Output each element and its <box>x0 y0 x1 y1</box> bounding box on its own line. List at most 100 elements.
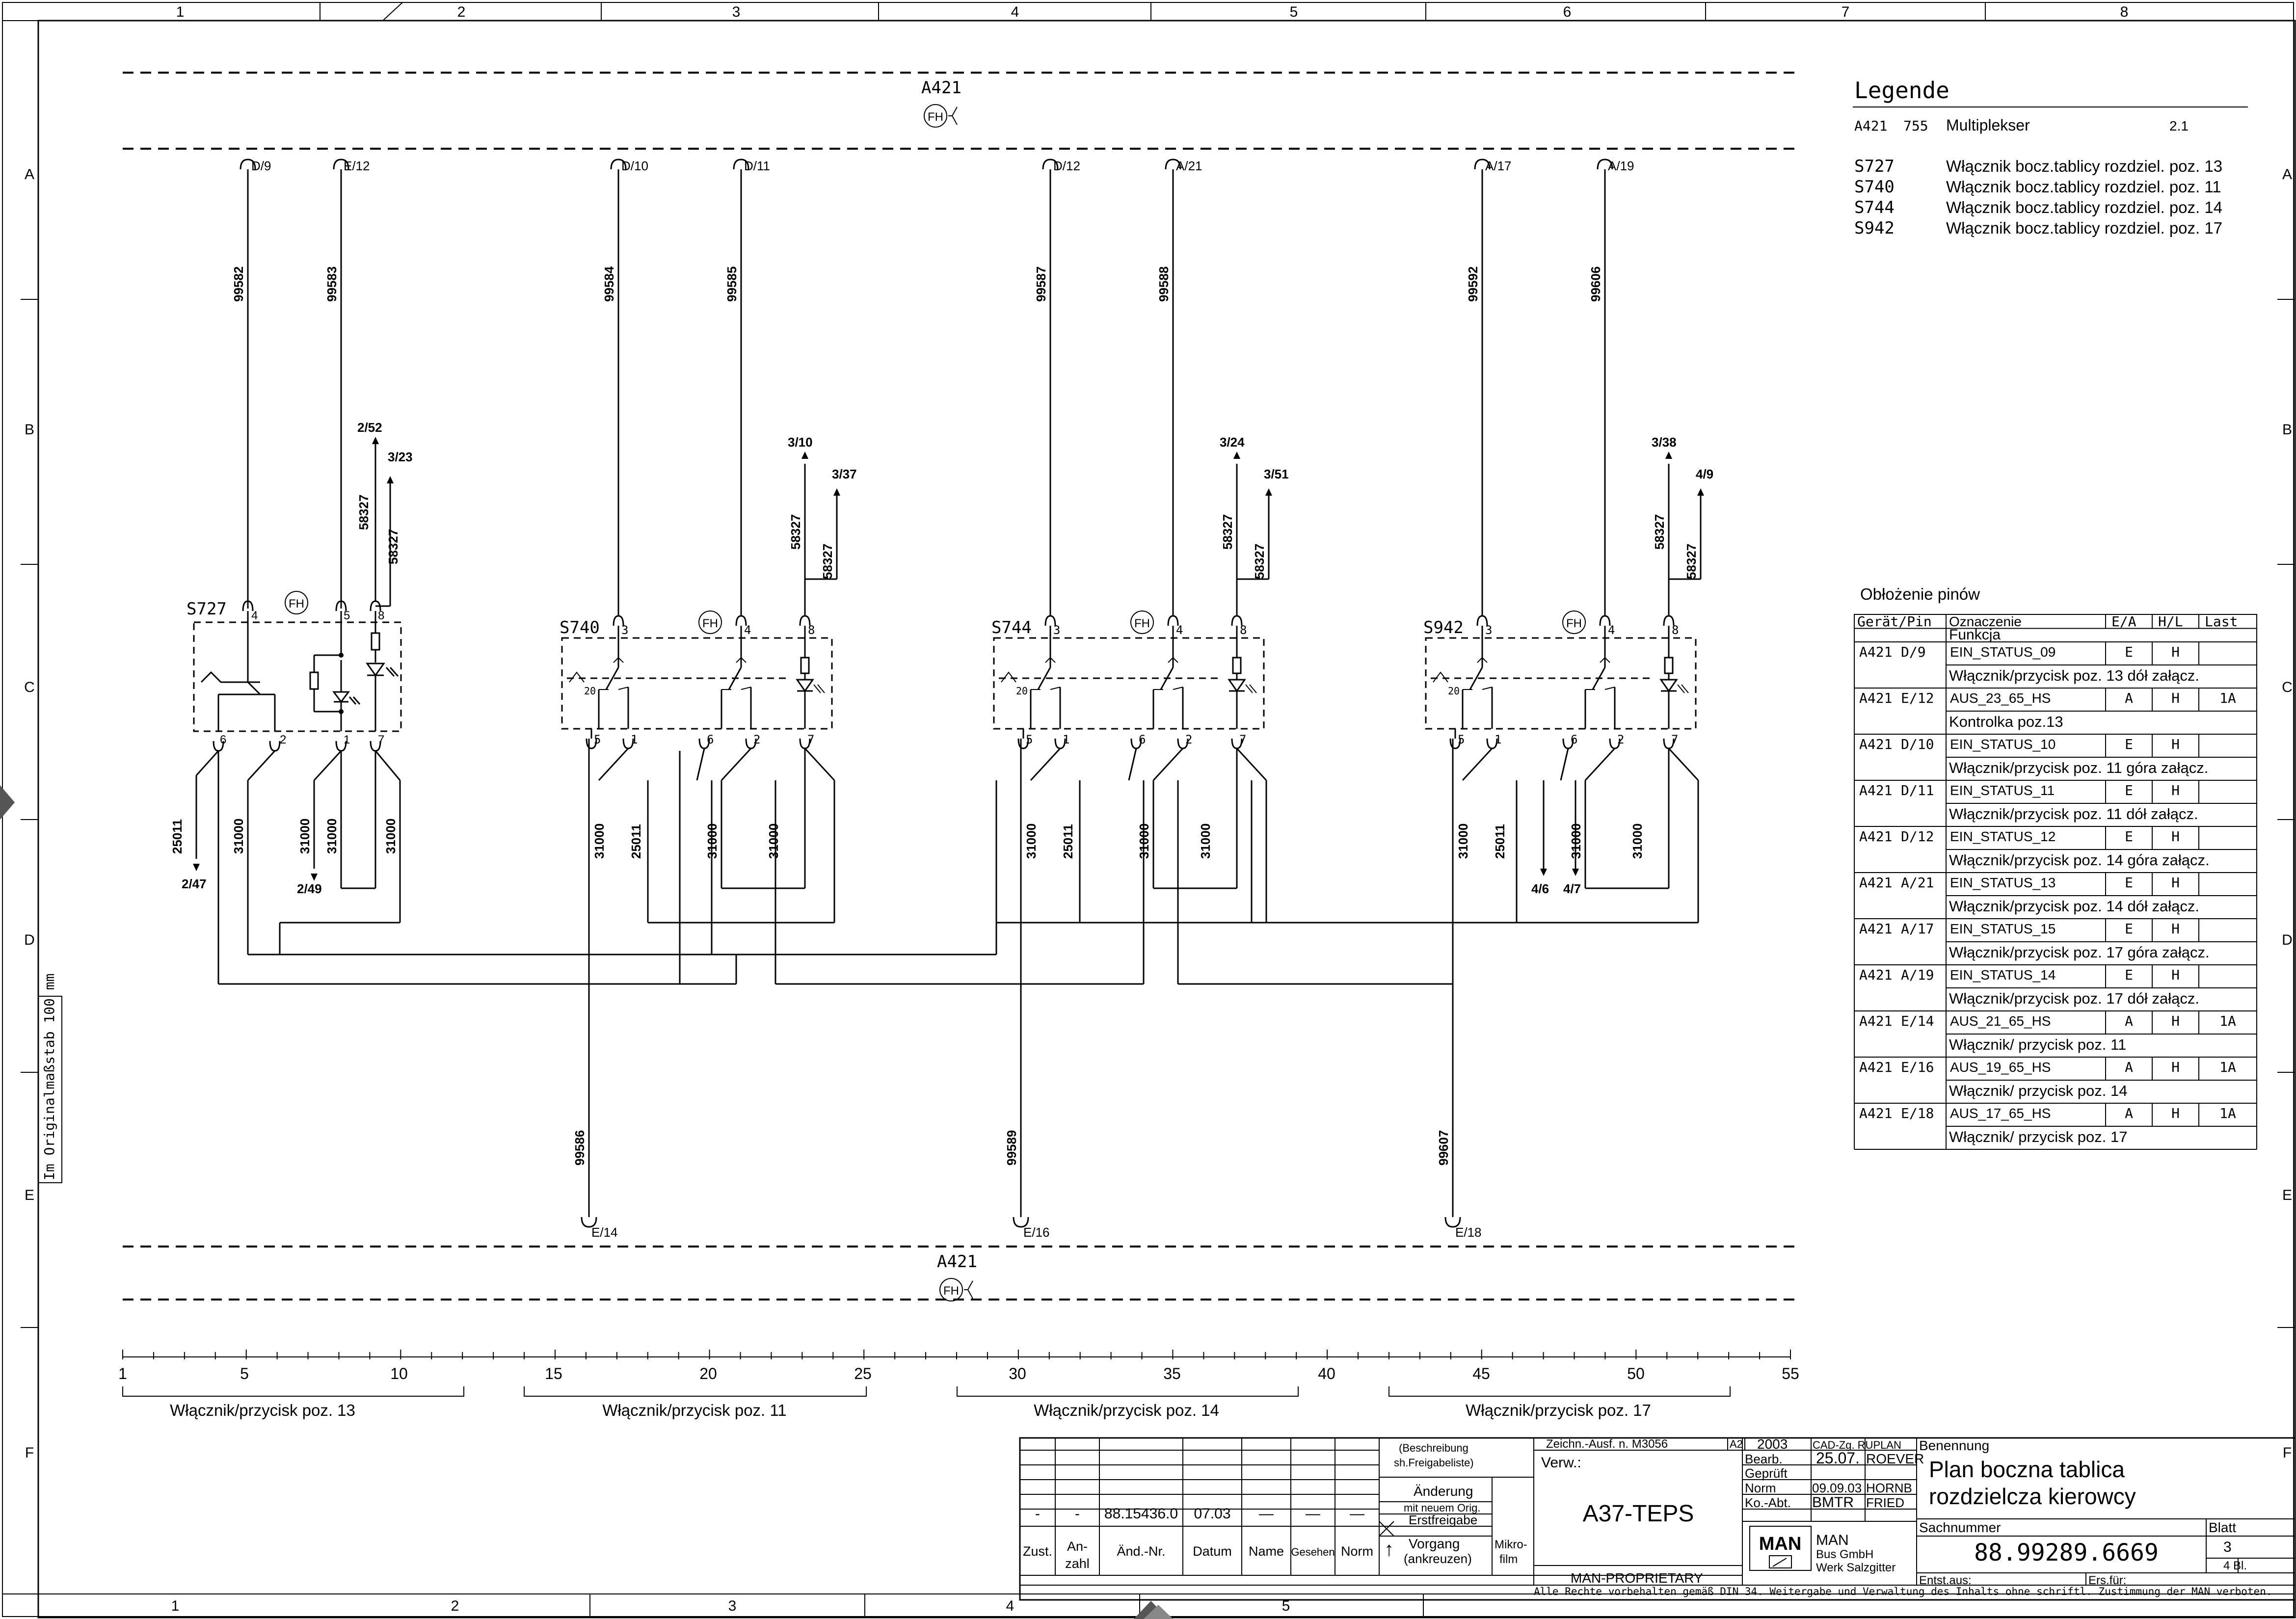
svg-text:A421: A421 <box>1859 644 1892 660</box>
bus-bottom-label: A421 <box>937 1252 977 1272</box>
svg-text:Funkcja: Funkcja <box>1949 627 2001 643</box>
svg-text:EIN_STATUS_09: EIN_STATUS_09 <box>1950 644 2056 660</box>
svg-text:58327: 58327 <box>788 514 803 550</box>
svg-text:6: 6 <box>1571 733 1577 746</box>
svg-text:2: 2 <box>457 4 466 20</box>
svg-text:F: F <box>25 1445 34 1461</box>
svg-text:A421: A421 <box>1859 1059 1892 1075</box>
svg-text:Werk Salzgitter: Werk Salzgitter <box>1816 1561 1896 1574</box>
svg-text:Multiplekser: Multiplekser <box>1946 116 2030 134</box>
svg-text:25.07.: 25.07. <box>1816 1449 1860 1467</box>
svg-text:Zeichn.-Ausf. n. M3056: Zeichn.-Ausf. n. M3056 <box>1546 1437 1668 1451</box>
svg-text:5: 5 <box>1458 733 1465 746</box>
svg-text:S740: S740 <box>1854 177 1895 197</box>
bottom-pins: E/14 E/16 E/18 99586 99589 99607 <box>572 739 1482 1240</box>
svg-text:10: 10 <box>390 1365 408 1382</box>
svg-text:55: 55 <box>1782 1365 1799 1382</box>
svg-text:E: E <box>2125 875 2133 891</box>
svg-text:Ko.-Abt.: Ko.-Abt. <box>1745 1495 1791 1510</box>
svg-text:Benennung: Benennung <box>1919 1438 1989 1453</box>
svg-text:25011: 25011 <box>629 824 643 859</box>
svg-text:50: 50 <box>1627 1365 1645 1382</box>
svg-text:99606: 99606 <box>1588 266 1603 302</box>
svg-text:3/10: 3/10 <box>788 435 813 450</box>
svg-text:A: A <box>25 166 34 183</box>
svg-text:Zust.: Zust. <box>1023 1544 1052 1559</box>
svg-text:E/14: E/14 <box>1901 1013 1934 1029</box>
svg-text:A421: A421 <box>1859 921 1892 937</box>
legend: Legende A421 755 Multiplekser 2.1 S727 W… <box>1853 77 2248 238</box>
svg-text:1: 1 <box>344 733 350 746</box>
svg-text:88.15436.0: 88.15436.0 <box>1104 1506 1178 1522</box>
svg-text:EIN_STATUS_13: EIN_STATUS_13 <box>1950 875 2056 890</box>
svg-text:58327: 58327 <box>1252 544 1267 579</box>
svg-text:1: 1 <box>1495 733 1501 746</box>
svg-text:EIN_STATUS_14: EIN_STATUS_14 <box>1950 967 2056 982</box>
svg-text:Włącznik bocz.tablicy rozdziel: Włącznik bocz.tablicy rozdziel. poz. 17 <box>1946 219 2222 237</box>
svg-text:25011: 25011 <box>170 819 185 854</box>
svg-text:Entst.aus:: Entst.aus: <box>1919 1574 1972 1587</box>
svg-text:7: 7 <box>1842 4 1850 20</box>
scale-note: Im Originalmaßstab 100 mm <box>41 974 57 1180</box>
svg-text:FH: FH <box>1566 617 1582 630</box>
svg-text:EIN_STATUS_15: EIN_STATUS_15 <box>1950 921 2056 936</box>
svg-text:31000: 31000 <box>231 819 246 854</box>
svg-text:99589: 99589 <box>1004 1130 1019 1166</box>
svg-text:15: 15 <box>545 1365 562 1382</box>
svg-text:7: 7 <box>1239 733 1246 746</box>
svg-text:8: 8 <box>1672 623 1679 637</box>
svg-text:20: 20 <box>1448 685 1460 697</box>
svg-text:(Beschreibung: (Beschreibung <box>1399 1442 1468 1454</box>
s727-refs: 2/52 3/23 58327 58327 <box>356 420 413 607</box>
svg-text:2.1: 2.1 <box>2169 118 2189 133</box>
svg-text:8: 8 <box>1240 623 1247 637</box>
s727-lower-wiring: 2/47 2/49 25011 31000 31000 31000 31000 <box>170 750 996 985</box>
svg-text:99583: 99583 <box>324 266 339 302</box>
svg-text:2: 2 <box>1185 733 1192 746</box>
svg-text:2: 2 <box>280 733 286 746</box>
svg-text:Last: Last <box>2205 613 2238 630</box>
svg-text:-: - <box>1035 1506 1040 1522</box>
svg-text:C: C <box>24 679 35 695</box>
svg-text:09.09.03: 09.09.03 <box>1812 1481 1862 1495</box>
rights-note: Alle Rechte vorbehalten gemäß DIN 34. We… <box>1534 1586 2272 1597</box>
svg-text:H: H <box>2171 1059 2180 1075</box>
svg-text:755: 755 <box>1903 118 1928 134</box>
svg-text:4/6: 4/6 <box>1531 881 1549 896</box>
svg-text:4: 4 <box>1006 1598 1015 1614</box>
svg-text:FH: FH <box>702 617 718 630</box>
svg-text:Vorgang: Vorgang <box>1409 1536 1460 1551</box>
svg-text:4: 4 <box>744 623 751 637</box>
svg-text:D/12: D/12 <box>1053 159 1080 173</box>
svg-text:E/14: E/14 <box>591 1225 618 1240</box>
svg-text:99586: 99586 <box>572 1130 587 1166</box>
svg-text:1A: 1A <box>2219 1013 2236 1029</box>
svg-text:58327: 58327 <box>1684 544 1699 579</box>
svg-text:B: B <box>25 422 34 438</box>
svg-text:20: 20 <box>584 685 596 697</box>
svg-text:31000: 31000 <box>383 819 398 854</box>
svg-text:45: 45 <box>1472 1365 1490 1382</box>
svg-text:2: 2 <box>451 1598 459 1614</box>
svg-text:E/12: E/12 <box>344 159 370 173</box>
svg-text:4: 4 <box>1176 623 1183 637</box>
svg-text:Kontrolka poz.13: Kontrolka poz.13 <box>1949 713 2063 730</box>
svg-text:D/10: D/10 <box>621 159 648 173</box>
svg-text:D/10: D/10 <box>1901 736 1934 752</box>
switch-s942-label: S942 <box>1423 618 1464 637</box>
switch-s744-label: S744 <box>991 618 1032 637</box>
svg-text:E: E <box>25 1187 34 1203</box>
svg-text:7: 7 <box>1671 733 1678 746</box>
svg-text:EIN_STATUS_12: EIN_STATUS_12 <box>1950 829 2056 844</box>
drawing-title-line1: Plan boczna tablica <box>1929 1457 2125 1482</box>
svg-text:99587: 99587 <box>1034 266 1048 302</box>
svg-text:A: A <box>2282 166 2292 183</box>
svg-text:30: 30 <box>1009 1365 1026 1382</box>
svg-text:EIN_STATUS_11: EIN_STATUS_11 <box>1950 783 2055 798</box>
svg-text:Änd.-Nr.: Änd.-Nr. <box>1117 1544 1165 1559</box>
svg-text:AUS_21_65_HS: AUS_21_65_HS <box>1950 1013 2051 1029</box>
svg-text:A: A <box>2125 1105 2133 1121</box>
switch-s740-label: S740 <box>560 618 600 637</box>
